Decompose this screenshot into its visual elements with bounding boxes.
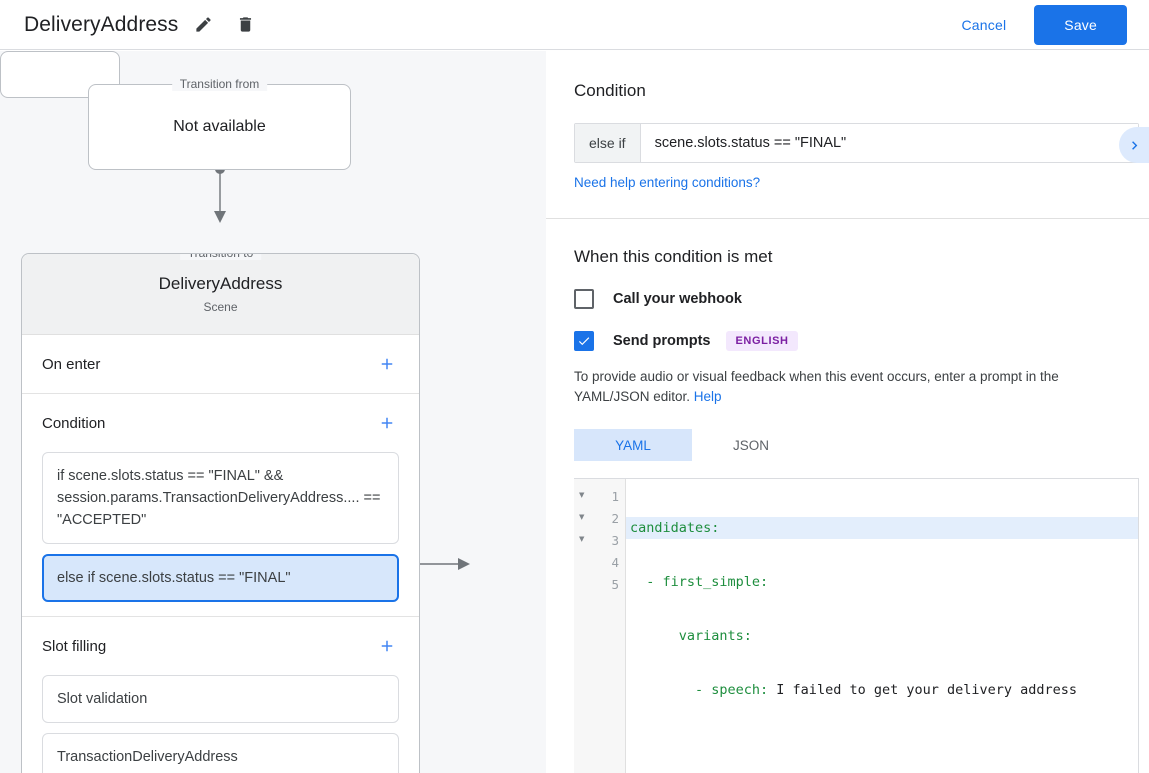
tab-json[interactable]: JSON — [732, 437, 769, 453]
app-header: DeliveryAddress Cancel Save — [0, 0, 1149, 50]
when-met-heading: When this condition is met — [574, 247, 773, 266]
prompts-hint: To provide audio or visual feedback when… — [574, 367, 1121, 407]
tab-yaml[interactable]: YAML — [574, 429, 692, 461]
trash-icon[interactable] — [228, 8, 262, 42]
condition-item-selected[interactable]: else if scene.slots.status == "FINAL" — [42, 554, 399, 602]
section-on-enter: On enter — [22, 335, 419, 394]
section-body: Slot validation TransactionDeliveryAddre… — [42, 675, 399, 773]
pencil-icon[interactable] — [186, 8, 220, 42]
code-line[interactable] — [626, 733, 1138, 755]
code-key: - first_simple: — [646, 574, 769, 590]
condition-help-link[interactable]: Need help entering conditions? — [574, 175, 761, 190]
code-line[interactable]: - speech: I failed to get your delivery … — [626, 679, 1138, 701]
send-prompts-row[interactable]: Send prompts ENGLISH — [574, 331, 1121, 351]
editor-tabs: YAML JSON — [574, 429, 1121, 461]
send-prompts-label: Send prompts — [613, 333, 711, 349]
scene-header: DeliveryAddress Scene — [22, 254, 419, 335]
section-header: Condition — [42, 394, 399, 452]
fold-triangle-icon[interactable]: ▼ — [579, 490, 585, 501]
section-title-slot-filling: Slot filling — [42, 637, 107, 655]
condition-input[interactable] — [640, 124, 1138, 162]
section-title-condition: Condition — [42, 414, 106, 432]
page-title: DeliveryAddress — [24, 12, 179, 36]
detail-panel: Condition else if Need help entering con… — [546, 51, 1149, 773]
code-line[interactable]: candidates: — [626, 517, 1138, 539]
section-title-on-enter: On enter — [42, 355, 101, 373]
code-editor[interactable]: ▼1 ▼2 ▼3 4 5 candidates: - first_simple:… — [574, 478, 1139, 773]
language-badge: ENGLISH — [726, 331, 798, 351]
transition-from-legend: Transition from — [171, 77, 268, 91]
transition-to-card[interactable]: Transition to DeliveryAddress Scene On e… — [21, 253, 420, 773]
webhook-row[interactable]: Call your webhook — [574, 289, 1121, 309]
slot-item[interactable]: TransactionDeliveryAddress — [42, 733, 399, 773]
plus-icon[interactable] — [375, 634, 399, 658]
call-webhook-label: Call your webhook — [613, 291, 742, 307]
code-key: candidates: — [630, 520, 720, 536]
code-key: - speech: — [695, 682, 769, 698]
section-slot-filling: Slot filling Slot validation Transaction… — [22, 617, 419, 773]
transition-to-legend: Transition to — [179, 254, 262, 260]
gutter-line[interactable]: ▼3 — [574, 529, 625, 551]
line-number: 3 — [611, 532, 619, 548]
flow-canvas[interactable]: Transition from Not available Transition… — [0, 51, 546, 773]
fold-triangle-icon[interactable]: ▼ — [579, 534, 585, 545]
condition-section: Condition else if Need help entering con… — [546, 51, 1149, 219]
scene-type: Scene — [203, 300, 238, 314]
chevron-right-icon[interactable] — [1119, 127, 1149, 163]
transition-from-card[interactable]: Transition from Not available — [88, 77, 351, 170]
gutter-line[interactable]: 4 — [574, 551, 625, 573]
prompts-hint-text: To provide audio or visual feedback when… — [574, 369, 1059, 404]
send-prompts-checkbox[interactable] — [574, 331, 594, 351]
fold-triangle-icon[interactable]: ▼ — [579, 512, 585, 523]
condition-prefix: else if — [575, 124, 641, 162]
code-line[interactable]: - first_simple: — [626, 571, 1138, 593]
gutter-line[interactable]: ▼1 — [574, 485, 625, 507]
call-webhook-checkbox[interactable] — [574, 289, 594, 309]
gutter-line[interactable]: 5 — [574, 573, 625, 595]
editor-gutter: ▼1 ▼2 ▼3 4 5 — [574, 479, 626, 773]
scene-name: DeliveryAddress — [158, 274, 283, 293]
code-line[interactable]: variants: — [626, 625, 1138, 647]
condition-item[interactable]: if scene.slots.status == "FINAL" && sess… — [42, 452, 399, 544]
section-header: On enter — [42, 335, 399, 393]
line-number: 5 — [611, 576, 619, 592]
editor-code[interactable]: candidates: - first_simple: variants: - … — [626, 479, 1138, 773]
section-body: if scene.slots.status == "FINAL" && sess… — [42, 452, 399, 616]
prompts-help-link[interactable]: Help — [693, 389, 722, 404]
gutter-line[interactable]: ▼2 — [574, 507, 625, 529]
line-number: 2 — [611, 510, 619, 526]
section-header: Slot filling — [42, 617, 399, 675]
slot-item[interactable]: Slot validation — [42, 675, 399, 723]
cancel-button[interactable]: Cancel — [950, 8, 1019, 42]
line-number: 4 — [611, 554, 619, 570]
condition-heading: Condition — [574, 81, 646, 100]
save-button[interactable]: Save — [1034, 4, 1127, 45]
condition-input-row: else if — [574, 123, 1139, 163]
plus-icon[interactable] — [375, 411, 399, 435]
when-condition-met-section: When this condition is met Call your web… — [546, 219, 1149, 773]
code-key: variants: — [678, 628, 752, 644]
plus-icon[interactable] — [375, 352, 399, 376]
line-number: 1 — [611, 488, 619, 504]
code-value: I failed to get your delivery address — [768, 682, 1078, 698]
section-condition: Condition if scene.slots.status == "FINA… — [22, 394, 419, 617]
transition-from-value: Not available — [173, 118, 266, 135]
